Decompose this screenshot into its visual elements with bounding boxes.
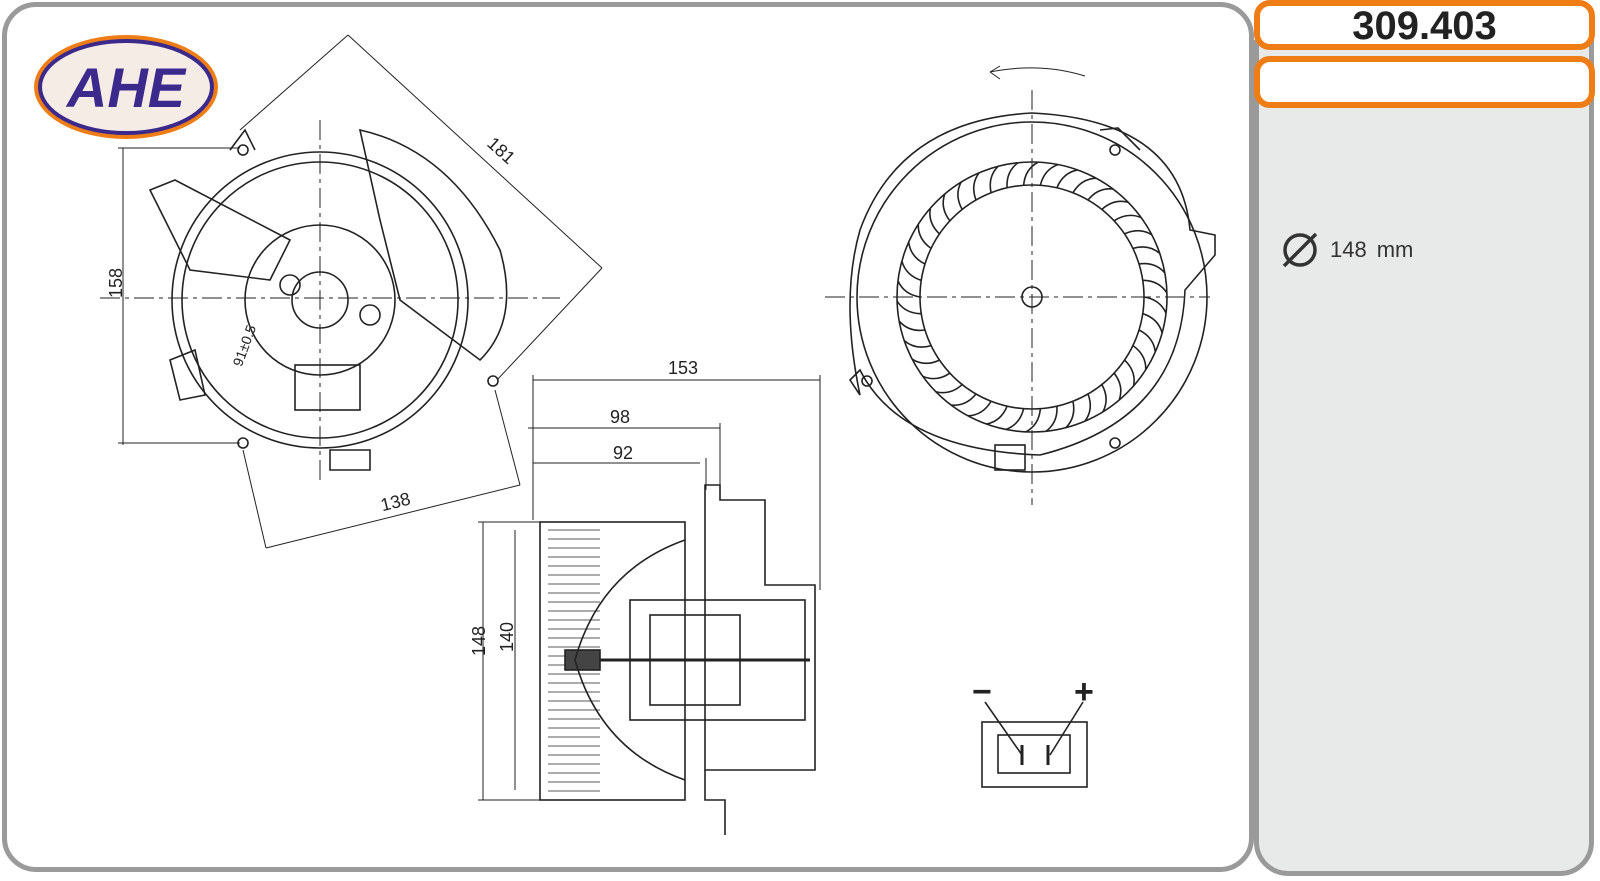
fan-blade	[1143, 296, 1167, 314]
fan-blade	[967, 400, 992, 417]
fan-blade	[1113, 372, 1122, 401]
diameter-symbol-icon	[1282, 232, 1318, 268]
part-number: 309.403	[1254, 0, 1595, 50]
diameter-spec: 148 mm	[1280, 230, 1413, 270]
diameter-unit: mm	[1376, 237, 1414, 262]
fan-blade	[911, 358, 940, 365]
fan-blade	[1101, 384, 1107, 413]
fan-blade	[1138, 262, 1166, 274]
dim-148: 148	[469, 626, 489, 656]
fan-blade	[1084, 393, 1092, 422]
fan-blade	[1101, 200, 1129, 211]
fan-blade	[1142, 279, 1168, 294]
fan-blade	[1132, 344, 1147, 370]
dim-92: 92	[613, 443, 633, 463]
fan-blade	[935, 383, 963, 394]
rear-view-dimensions	[100, 34, 603, 549]
dim-140: 140	[497, 622, 517, 652]
fan-blade	[1039, 163, 1059, 186]
side-view-dimensions	[478, 375, 821, 801]
fan-blade	[950, 393, 977, 406]
fan-blade	[922, 372, 951, 380]
electrical-connector-diagram	[981, 701, 1088, 788]
spec-panel	[1254, 40, 1594, 876]
fan-blade	[1113, 214, 1142, 222]
fan-blade	[917, 224, 932, 250]
diameter-value: 148	[1330, 237, 1367, 262]
fan-blade	[1022, 161, 1039, 186]
fan-blade	[907, 241, 926, 265]
ahe-logo: AHE	[34, 35, 218, 139]
fan-blade	[989, 165, 999, 193]
dim-98: 98	[610, 407, 630, 427]
dim-158: 158	[106, 268, 126, 298]
fan-blade	[1138, 329, 1157, 353]
fan-blade	[1087, 188, 1114, 201]
fan-blade	[903, 339, 932, 348]
fan-blade	[1123, 359, 1135, 386]
front-view-centerlines	[825, 90, 1210, 505]
svg-text:AHE: AHE	[65, 56, 187, 119]
fan-blade	[1006, 162, 1019, 188]
side-view-drawing	[539, 484, 816, 835]
dim-138: 138	[379, 489, 413, 516]
fan-blade	[1072, 177, 1097, 194]
fan-blade	[1005, 408, 1025, 431]
fan-blade	[1065, 401, 1075, 429]
negative-terminal-label: −	[972, 673, 992, 711]
fan-blade	[1045, 406, 1058, 432]
dim-181: 181	[483, 133, 519, 168]
dim-91: 91±0.5	[229, 323, 259, 369]
positive-terminal-label: +	[1074, 673, 1094, 711]
fan-blade	[929, 208, 941, 235]
dim-153: 153	[668, 358, 698, 378]
fan-blade	[898, 320, 926, 332]
drawing-frame	[2, 2, 1254, 872]
fan-blade	[897, 280, 921, 298]
fan-blade	[1124, 229, 1153, 236]
rear-view-drawing	[148, 128, 508, 471]
fan-blade	[1025, 408, 1042, 433]
fan-blade	[1132, 246, 1161, 255]
technical-drawing: AHE	[34, 34, 1216, 835]
secondary-field	[1254, 56, 1595, 108]
fan-blade	[896, 300, 922, 315]
fan-blade	[986, 405, 1008, 425]
fan-blade	[972, 172, 980, 201]
fan-blade	[1142, 312, 1163, 334]
fan-blade	[901, 260, 922, 282]
fan-blade	[1056, 169, 1078, 189]
fan-blade	[942, 193, 951, 222]
fan-blade	[957, 181, 963, 210]
